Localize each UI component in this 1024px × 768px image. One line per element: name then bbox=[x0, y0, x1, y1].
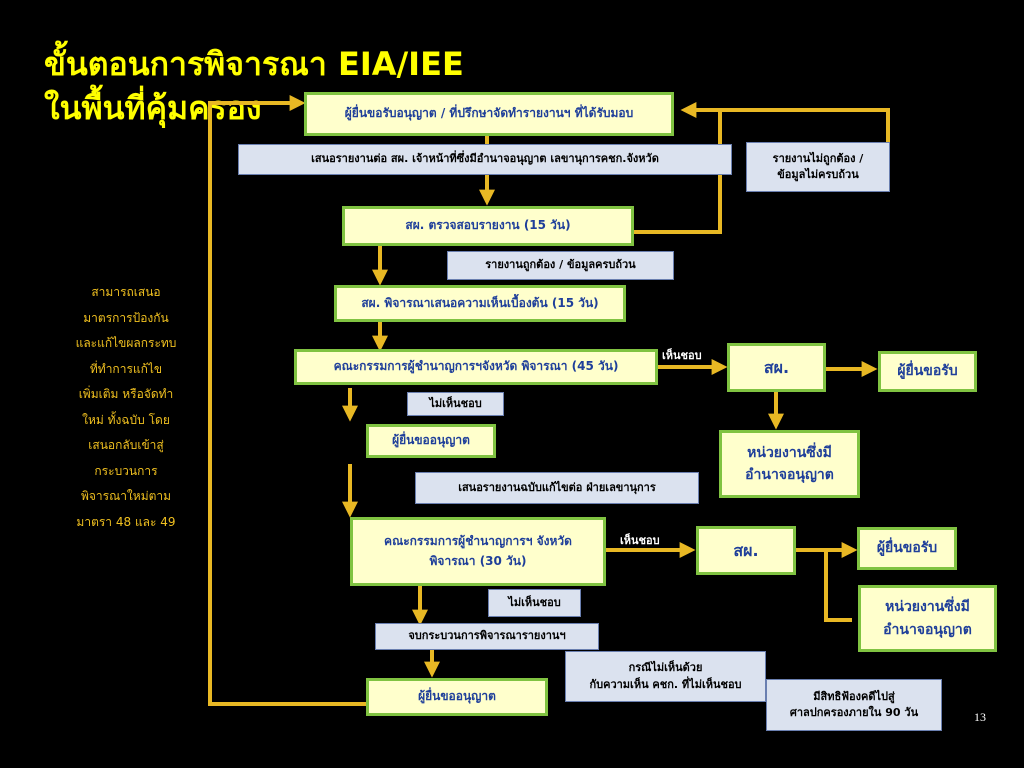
slide-title-line-1: ขั้นตอนการพิจารณา EIA/IEE bbox=[44, 45, 464, 83]
feedback-loop-left-line bbox=[208, 95, 366, 706]
box-authority-second: หน่วยงานซึ่งมี อำนาจอนุญาต bbox=[858, 585, 997, 652]
box-authority-first-line-2: อำนาจอนุญาต bbox=[745, 467, 834, 483]
arrow-onep-second-split bbox=[796, 550, 852, 622]
side-line: เพิ่มเติม หรือจัดทำ bbox=[78, 387, 174, 401]
note-appeal-right-line-1: มีสิทธิฟ้องคดีไปสู่ bbox=[813, 689, 895, 703]
box-applicant-permit-first-text: ผู้ยื่นขออนุญาต bbox=[392, 433, 470, 448]
note-disagree-case-line-2: กับความเห็น คชก. ที่ไม่เห็นชอบ bbox=[589, 677, 742, 691]
box-onep-second: สผ. bbox=[696, 526, 796, 575]
note-end-process: จบกระบวนการพิจารณารายงานฯ bbox=[375, 623, 599, 650]
box-applicant-submit: ผู้ยื่นขอรับอนุญาต / ที่ปรึกษาจัดทำรายงา… bbox=[304, 92, 674, 136]
feedback-loop-right-line bbox=[632, 110, 890, 234]
box-committee-second-line-1: คณะกรรมการผู้ชำนาญการฯ จังหวัด bbox=[384, 534, 572, 549]
box-onep-check-text: สผ. ตรวจสอบรายงาน (15 วัน) bbox=[405, 218, 571, 233]
slide-title-line-2: ในพื้นที่คุ้มครอง bbox=[44, 89, 262, 127]
slide-title: ขั้นตอนการพิจารณา EIA/IEE ในพื้นที่คุ้มค… bbox=[44, 42, 464, 130]
box-applicant-permit-final-text: ผู้ยื่นขออนุญาต bbox=[418, 689, 496, 704]
box-onep-second-text: สผ. bbox=[733, 540, 759, 560]
note-disagree-case: กรณีไม่เห็นด้วย กับความเห็น คชก. ที่ไม่เ… bbox=[565, 651, 766, 702]
side-line: ที่ทำการแก้ไข bbox=[89, 361, 163, 376]
note-disapprove-first: ไม่เห็นชอบ bbox=[407, 392, 504, 416]
label-approve-first: เห็นชอบ bbox=[662, 349, 702, 362]
page-number: 13 bbox=[974, 710, 986, 724]
box-onep-check: สผ. ตรวจสอบรายงาน (15 วัน) bbox=[342, 206, 634, 246]
box-applicant-receive-second: ผู้ยื่นขอรับ bbox=[857, 527, 957, 570]
side-line: พิจารณาใหม่ตาม bbox=[80, 489, 172, 503]
box-applicant-receive-second-text: ผู้ยื่นขอรับ bbox=[876, 540, 938, 557]
box-applicant-submit-text: ผู้ยื่นขอรับอนุญาต / ที่ปรึกษาจัดทำรายงา… bbox=[344, 106, 634, 121]
side-line: มาตรา 48 และ 49 bbox=[76, 514, 176, 529]
side-line: ใหม่ ทั้งฉบับ โดย bbox=[82, 412, 170, 427]
side-line: กระบวนการ bbox=[94, 463, 158, 478]
note-submit-report: เสนอรายงานต่อ สผ. เจ้าหน้าที่ซึ่งมีอำนาจ… bbox=[238, 144, 732, 175]
note-end-process-text: จบกระบวนการพิจารณารายงานฯ bbox=[408, 629, 566, 643]
note-incorrect-report-line-2: ข้อมูลไม่ครบถ้วน bbox=[777, 168, 859, 181]
note-disapprove-first-text: ไม่เห็นชอบ bbox=[429, 396, 482, 410]
note-correct-report: รายงานถูกต้อง / ข้อมูลครบถ้วน bbox=[447, 251, 674, 280]
note-submit-report-text: เสนอรายงานต่อ สผ. เจ้าหน้าที่ซึ่งมีอำนาจ… bbox=[311, 152, 659, 166]
box-authority-first: หน่วยงานซึ่งมี อำนาจอนุญาต bbox=[719, 430, 860, 498]
note-submit-revised: เสนอรายงานฉบับแก้ไขต่อ ฝ่ายเลขานุการ bbox=[415, 472, 699, 504]
side-explanation: สามารถเสนอ มาตรการป้องกัน และแก้ไขผลกระท… bbox=[60, 280, 192, 535]
note-disapprove-second: ไม่เห็นชอบ bbox=[488, 589, 581, 617]
box-authority-second-line-2: อำนาจอนุญาต bbox=[883, 621, 972, 638]
box-authority-second-line-1: หน่วยงานซึ่งมี bbox=[885, 599, 970, 616]
side-line: และแก้ไขผลกระทบ bbox=[75, 336, 177, 350]
note-appeal-right-line-2: ศาลปกครองภายใน 90 วัน bbox=[789, 706, 919, 719]
note-correct-report-text: รายงานถูกต้อง / ข้อมูลครบถ้วน bbox=[485, 258, 636, 272]
box-authority-first-line-1: หน่วยงานซึ่งมี bbox=[747, 444, 832, 461]
box-committee-first-text: คณะกรรมการผู้ชำนาญการฯจังหวัด พิจารณา (4… bbox=[333, 359, 619, 374]
note-incorrect-report: รายงานไม่ถูกต้อง / ข้อมูลไม่ครบถ้วน bbox=[746, 142, 890, 192]
box-onep-first: สผ. bbox=[727, 343, 826, 392]
note-appeal-right: มีสิทธิฟ้องคดีไปสู่ ศาลปกครองภายใน 90 วั… bbox=[766, 679, 942, 731]
side-line: เสนอกลับเข้าสู่ bbox=[88, 438, 164, 452]
note-incorrect-report-line-1: รายงานไม่ถูกต้อง / bbox=[772, 151, 864, 165]
box-committee-second-line-2: พิจารณา (30 วัน) bbox=[429, 553, 527, 568]
side-line: สามารถเสนอ bbox=[91, 285, 161, 299]
label-approve-second: เห็นชอบ bbox=[620, 534, 660, 547]
note-disagree-case-line-1: กรณีไม่เห็นด้วย bbox=[628, 661, 703, 674]
box-applicant-permit-final: ผู้ยื่นขออนุญาต bbox=[366, 678, 548, 716]
side-line: มาตรการป้องกัน bbox=[83, 310, 169, 325]
box-applicant-receive-first: ผู้ยื่นขอรับ bbox=[878, 351, 977, 392]
box-committee-first: คณะกรรมการผู้ชำนาญการฯจังหวัด พิจารณา (4… bbox=[294, 349, 658, 385]
note-disapprove-second-text: ไม่เห็นชอบ bbox=[508, 595, 561, 609]
box-applicant-permit-first: ผู้ยื่นขออนุญาต bbox=[366, 424, 496, 458]
box-onep-first-text: สผ. bbox=[763, 357, 790, 377]
box-onep-preliminary: สผ. พิจารณาเสนอความเห็นเบื้องต้น (15 วัน… bbox=[334, 285, 626, 322]
box-onep-preliminary-text: สผ. พิจารณาเสนอความเห็นเบื้องต้น (15 วัน… bbox=[361, 295, 599, 310]
box-committee-second: คณะกรรมการผู้ชำนาญการฯ จังหวัด พิจารณา (… bbox=[350, 517, 606, 586]
note-submit-revised-text: เสนอรายงานฉบับแก้ไขต่อ ฝ่ายเลขานุการ bbox=[458, 480, 656, 494]
box-applicant-receive-first-text: ผู้ยื่นขอรับ bbox=[897, 363, 958, 380]
